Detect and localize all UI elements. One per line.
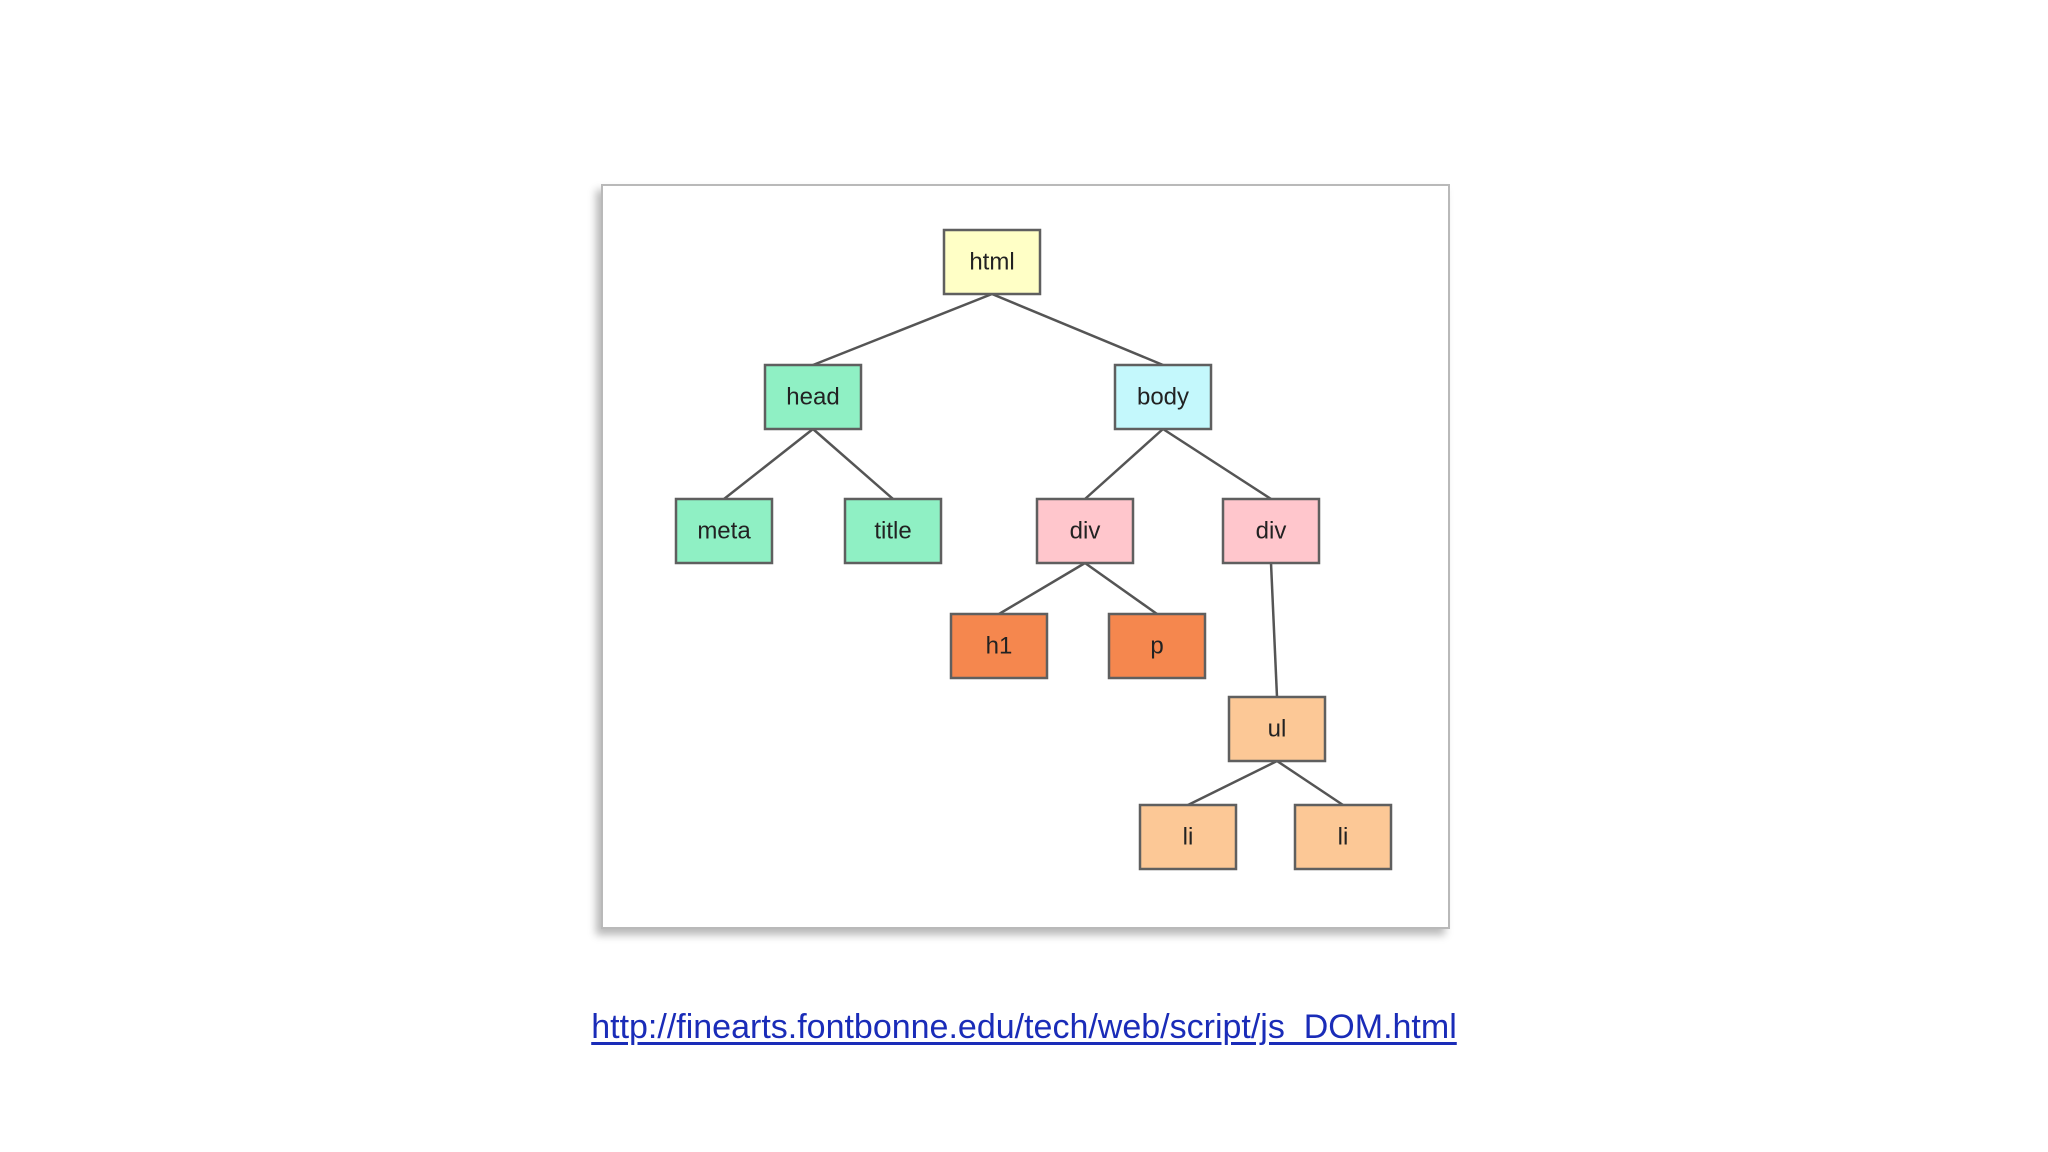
node-div1: div bbox=[1035, 497, 1135, 565]
edge-body-div1 bbox=[1084, 428, 1164, 500]
node-box-div2 bbox=[1221, 497, 1321, 565]
edge-body-div2 bbox=[1162, 427, 1272, 501]
edge-ul-li1 bbox=[1187, 759, 1278, 807]
node-box-title bbox=[843, 497, 943, 565]
node-box-p bbox=[1107, 612, 1207, 680]
node-ul: ul bbox=[1227, 695, 1327, 763]
node-li1: li bbox=[1138, 803, 1238, 871]
node-h1: h1 bbox=[949, 612, 1049, 680]
node-label-body: body bbox=[1137, 384, 1189, 411]
edge-html-body bbox=[991, 292, 1164, 367]
edge-head-title bbox=[812, 428, 894, 500]
edge-head-meta bbox=[723, 428, 814, 500]
node-li2: li bbox=[1293, 803, 1393, 871]
edge-html-head bbox=[812, 292, 993, 367]
edge-div1-h1 bbox=[998, 561, 1086, 616]
node-label-p: p bbox=[1150, 633, 1163, 660]
node-box-ul bbox=[1227, 695, 1327, 763]
node-label-h1: h1 bbox=[986, 633, 1013, 660]
node-div2: div bbox=[1221, 497, 1321, 565]
node-meta: meta bbox=[674, 497, 774, 565]
node-label-ul: ul bbox=[1268, 716, 1287, 743]
node-box-li2 bbox=[1293, 803, 1393, 871]
node-title: title bbox=[843, 497, 943, 565]
edge-div2-ul bbox=[1269, 562, 1279, 698]
node-label-meta: meta bbox=[697, 518, 751, 545]
node-head: head bbox=[763, 363, 863, 431]
node-box-h1 bbox=[949, 612, 1049, 680]
node-body: body bbox=[1113, 363, 1213, 431]
node-box-html bbox=[942, 228, 1042, 296]
node-p: p bbox=[1107, 612, 1207, 680]
node-box-meta bbox=[674, 497, 774, 565]
node-box-div1 bbox=[1035, 497, 1135, 565]
edge-div1-p bbox=[1084, 561, 1158, 616]
node-label-li1: li bbox=[1183, 824, 1194, 851]
node-label-title: title bbox=[874, 518, 911, 545]
node-html: html bbox=[942, 228, 1042, 296]
node-label-div2: div bbox=[1256, 518, 1287, 545]
node-label-head: head bbox=[786, 384, 839, 411]
source-link[interactable]: http://finearts.fontbonne.edu/tech/web/s… bbox=[591, 1008, 1457, 1046]
node-label-li2: li bbox=[1338, 824, 1349, 851]
node-box-li1 bbox=[1138, 803, 1238, 871]
node-box-head bbox=[763, 363, 863, 431]
node-box-body bbox=[1113, 363, 1213, 431]
node-label-div1: div bbox=[1070, 518, 1101, 545]
node-label-html: html bbox=[969, 249, 1014, 276]
edge-ul-li2 bbox=[1276, 759, 1344, 807]
